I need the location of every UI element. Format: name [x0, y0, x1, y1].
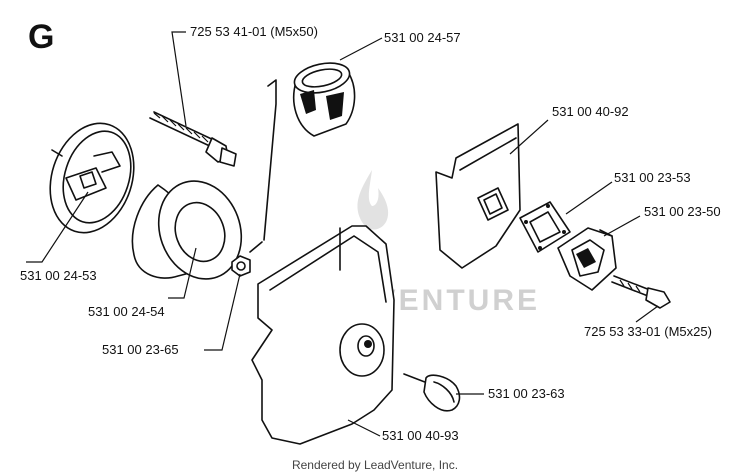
part-plate: [435, 123, 521, 269]
callout-label-bolt-m5x50: 725 53 41-01 (M5x50): [190, 24, 318, 39]
part-bolt-m5x25: [611, 275, 671, 309]
callout-label-sleeve: 531 00 24-57: [384, 30, 461, 45]
callout-label-plate: 531 00 40-92: [552, 104, 629, 119]
part-gasket: [519, 201, 571, 253]
part-filter-holder: [49, 122, 135, 234]
part-nut: [231, 255, 251, 277]
section-letter: G: [28, 18, 54, 56]
flame-watermark-icon: [357, 170, 389, 230]
callout-label-bolt-m5x25: 725 53 33-01 (M5x25): [584, 324, 712, 339]
part-sleeve: [292, 62, 356, 137]
callout-label-filter: 531 00 24-54: [88, 304, 165, 319]
part-air-filter: [131, 180, 243, 280]
footer-credit: Rendered by LeadVenture, Inc.: [291, 458, 459, 472]
callout-label-knob: 531 00 23-63: [488, 386, 565, 401]
part-knob: [403, 373, 461, 412]
callout-label-filter-holder: 531 00 24-53: [20, 268, 97, 283]
callout-label-nut: 531 00 23-65: [102, 342, 179, 357]
part-cover: [251, 225, 395, 445]
callout-label-gasket: 531 00 23-53: [614, 170, 691, 185]
leader-lines: [26, 31, 659, 437]
part-bolt-m5x50: [149, 111, 237, 167]
callout-label-flange: 531 00 23-50: [644, 204, 721, 219]
callout-label-cover: 531 00 40-93: [382, 428, 459, 443]
part-stud-rod: [249, 79, 277, 253]
part-flange: [557, 227, 617, 291]
